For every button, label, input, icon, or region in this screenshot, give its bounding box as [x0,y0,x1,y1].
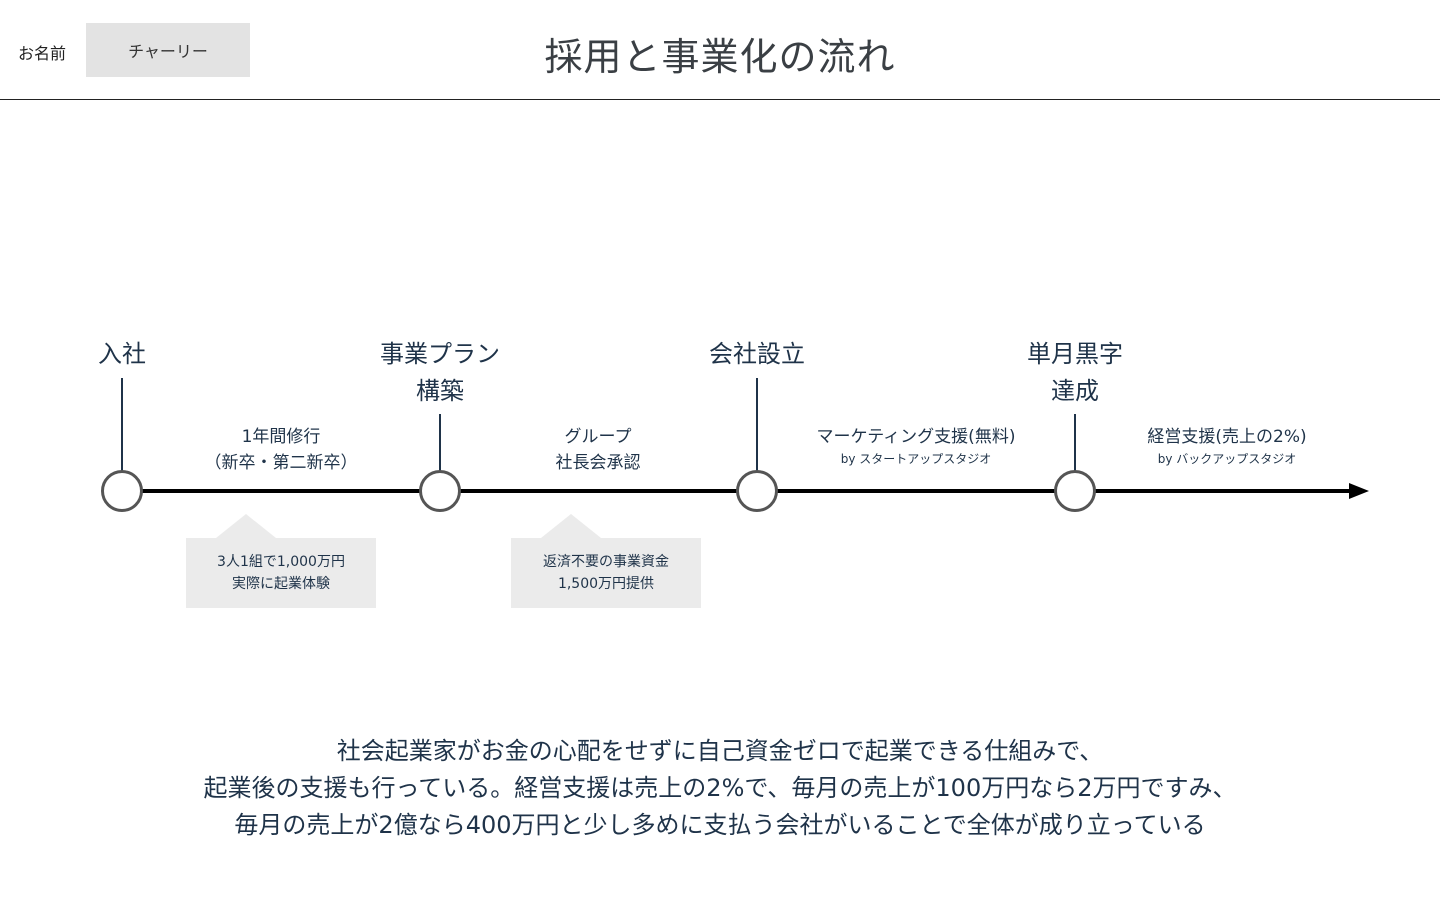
header-divider [0,99,1440,100]
milestone-stem [1074,414,1076,472]
milestone-stem [439,414,441,472]
callout-line: 1,500万円提供 [557,576,655,592]
callout-trial-funding: 3人1組で1,000万円 実際に起業体験 [186,514,376,608]
summary-line: 社会起業家がお金の心配をせずに自己資金ゼロで起業できる仕組みで、 [336,737,1104,765]
phase-management-support: 経営支援(売上の2%) by バックアップスタジオ [1097,424,1357,468]
timeline-arrow-icon [1349,483,1369,499]
callout-line: 実際に起業体験 [232,576,330,592]
milestone-label-monthly-profit: 単月黒字 達成 [1027,340,1123,405]
milestone-node [419,470,461,512]
phase-subtitle: by バックアップスタジオ [1157,452,1297,466]
phase-marketing-support: マーケティング支援(無料) by スタートアップスタジオ [786,424,1046,468]
phase-title: 1年間修行 [241,427,321,447]
milestone-node [1054,470,1096,512]
milestone-label-join: 入社 [98,340,146,368]
summary-line: 起業後の支援も行っている。経営支援は売上の2%で、毎月の売上が100万円なら2万… [203,774,1237,802]
callout-business-funding: 返済不要の事業資金 1,500万円提供 [511,514,701,608]
page-title: 採用と事業化の流れ [544,35,896,79]
callout-line: 返済不要の事業資金 [543,554,669,570]
milestone-label-company-founding: 会社設立 [709,340,805,368]
callout-line: 3人1組で1,000万円 [217,554,345,570]
phase-subtitle: 社長会承認 [555,453,641,473]
phase-subtitle: （新卒・第二新卒） [204,453,358,473]
milestone-label-business-plan: 事業プラン 構築 [380,340,500,405]
milestone-node [736,470,778,512]
summary-line: 毎月の売上が2億なら400万円と少し多めに支払う会社がいることで全体が成り立って… [234,811,1206,839]
milestone-stem [756,378,758,472]
phase-training: 1年間修行 （新卒・第二新卒） [151,424,411,476]
phase-title: グループ [564,427,632,447]
phase-approval: グループ 社長会承認 [468,424,728,476]
milestone-node [101,470,143,512]
phase-title: マーケティング支援(無料) [816,427,1016,447]
name-field[interactable]: チャーリー [86,23,250,77]
milestone-stem [121,378,123,472]
phase-subtitle: by スタートアップスタジオ [840,452,992,466]
summary-text: 社会起業家がお金の心配をせずに自己資金ゼロで起業できる仕組みで、 起業後の支援も… [0,733,1440,844]
phase-title: 経営支援(売上の2%) [1147,427,1307,447]
name-label: お名前 [18,44,67,63]
